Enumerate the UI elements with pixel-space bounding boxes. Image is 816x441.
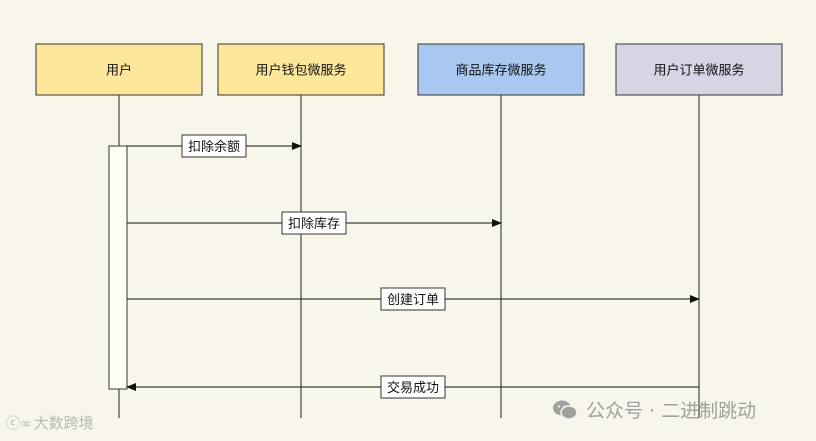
watermark-left: ⓒ∞大数跨境 [6,412,94,433]
message-label-0: 扣除余额 [188,139,240,155]
message-label-3: 交易成功 [387,380,439,396]
participant-box-wallet [217,43,385,96]
participant-label-inventory: 商品库存微服务 [455,63,546,79]
participant-label-wallet: 用户钱包微服务 [255,63,346,79]
activation-bar-user [108,145,128,390]
wechat-icon [553,400,578,420]
participant-label-user: 用户 [106,63,132,79]
watermark-right-text: 公众号 · 二进制跳动 [586,400,757,422]
message-label-box-2 [380,287,446,311]
participant-box-inventory [417,43,585,96]
message-label-box-0 [181,134,247,158]
participant-label-order: 用户订单微服务 [653,63,744,79]
watermark-logo-icon: ⓒ∞ [6,416,32,432]
participant-box-user [35,43,203,96]
watermark-left-text: 大数跨境 [33,414,94,432]
message-label-box-3 [380,375,446,399]
message-label-box-1 [281,211,347,235]
watermark-right: 公众号 · 二进制跳动 [552,396,756,423]
message-label-1: 扣除库存 [288,216,340,232]
participant-box-order [615,43,783,96]
message-label-2: 创建订单 [387,293,439,308]
